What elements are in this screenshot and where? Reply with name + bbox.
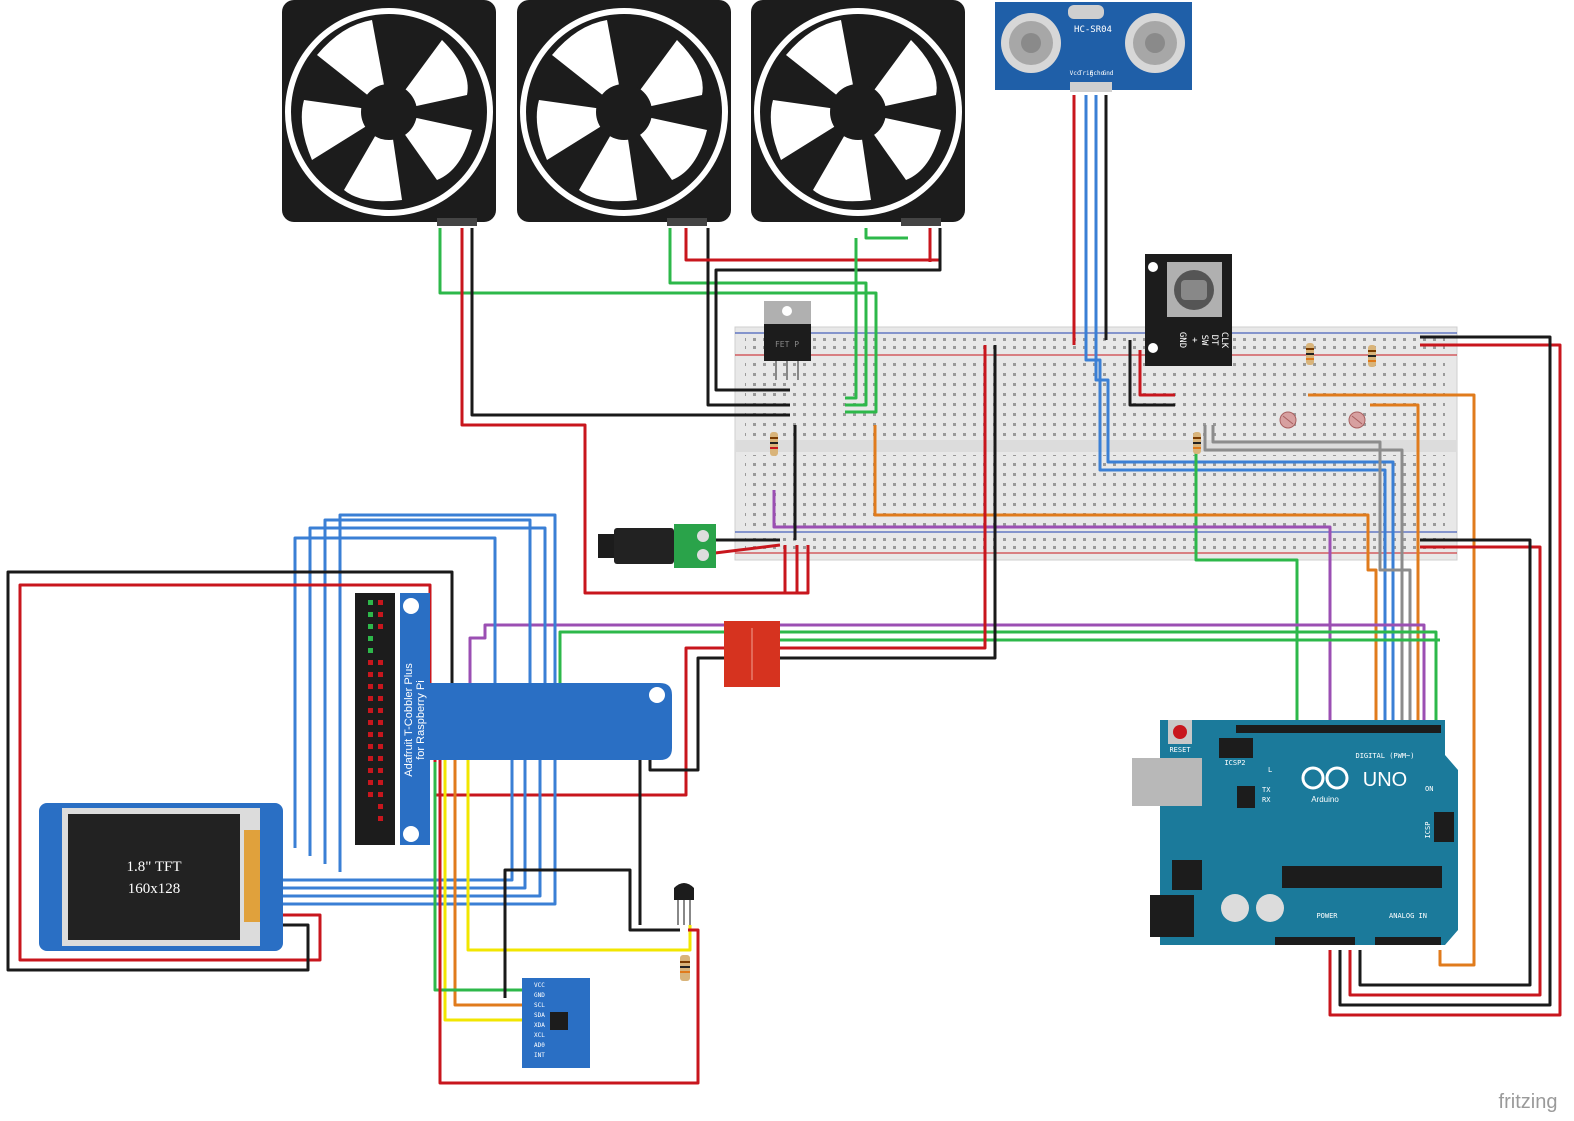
sonar-pin: Echo	[1090, 70, 1105, 77]
arduino-digital-label: DIGITAL (PWM~)	[1355, 752, 1414, 760]
fan-1	[282, 0, 496, 226]
arduino-uno: RESET ICSP2 DIGITAL (PWM~) UNO Arduino L…	[1132, 720, 1458, 945]
arduino-brand: UNO	[1363, 769, 1407, 791]
wires	[6, 95, 1562, 1085]
encoder-pin: CLK	[1219, 332, 1229, 349]
arduino-power-label: POWER	[1316, 912, 1338, 920]
encoder-pin: DT	[1209, 335, 1219, 346]
imu-pin: SDA	[534, 1012, 545, 1019]
t-cobbler: Adafruit T-Cobbler Plus for Raspberry Pi	[355, 593, 672, 845]
imu-pin: SCL	[534, 1002, 545, 1009]
fan-3	[751, 0, 965, 226]
sonar-pin: Gnd	[1103, 70, 1114, 77]
imu-pin: XCL	[534, 1032, 545, 1039]
resistor	[1193, 432, 1201, 454]
sonar-pin: Trig	[1079, 70, 1094, 77]
cobbler-subtitle: for Raspberry Pi	[415, 680, 427, 759]
arduino-reset-label: RESET	[1169, 746, 1191, 754]
fan-2	[517, 0, 731, 226]
encoder-pin: SW	[1199, 335, 1209, 346]
mosfet: FET P	[764, 301, 811, 380]
arduino-maker: Arduino	[1311, 795, 1339, 804]
sonar-label: HC-SR04	[1074, 25, 1112, 35]
imu-pin: XDA	[534, 1022, 545, 1029]
rotary-encoder: CLK DT SW + GND	[1145, 254, 1232, 366]
ultrasonic-sensor: HC-SR04 Vcc Trig Echo Gnd	[995, 2, 1192, 92]
temperature-sensor	[674, 883, 694, 925]
tft-display: 1.8" TFT 160x128	[39, 803, 283, 951]
arduino-led-label: TX	[1262, 786, 1271, 794]
imu-pin: AD0	[534, 1042, 545, 1049]
photoresistor	[1348, 411, 1366, 429]
resistor	[1306, 343, 1314, 365]
arduino-icsp2-label: ICSP2	[1224, 759, 1245, 767]
logic-level-shifter	[724, 621, 780, 687]
tft-label-line2: 160x128	[128, 881, 181, 897]
photoresistor	[1279, 411, 1297, 429]
imu-pin: GND	[534, 992, 545, 999]
arduino-led-label: L	[1268, 766, 1272, 774]
tft-label-line1: 1.8" TFT	[126, 859, 181, 875]
dc-barrel-jack	[598, 524, 716, 568]
fritzing-brand: fritzing	[1499, 1091, 1558, 1113]
arduino-on-label: ON	[1425, 785, 1433, 793]
arduino-led-label: RX	[1262, 796, 1271, 804]
mosfet-label: FET P	[775, 340, 799, 349]
encoder-pin: GND	[1177, 332, 1187, 348]
sonar-pin: Vcc	[1070, 70, 1081, 77]
arduino-analog-label: ANALOG IN	[1389, 912, 1427, 920]
resistor	[680, 955, 690, 981]
arduino-icsp-label: ICSP	[1424, 822, 1432, 839]
imu-pin: VCC	[534, 982, 545, 989]
resistor	[1368, 345, 1376, 367]
imu-module: VCC GND SCL SDA XDA XCL AD0 INT	[522, 978, 590, 1068]
cobbler-title: Adafruit T-Cobbler Plus	[403, 663, 415, 777]
imu-pin: INT	[534, 1052, 545, 1059]
encoder-pin: +	[1189, 337, 1199, 343]
resistor	[770, 432, 778, 456]
